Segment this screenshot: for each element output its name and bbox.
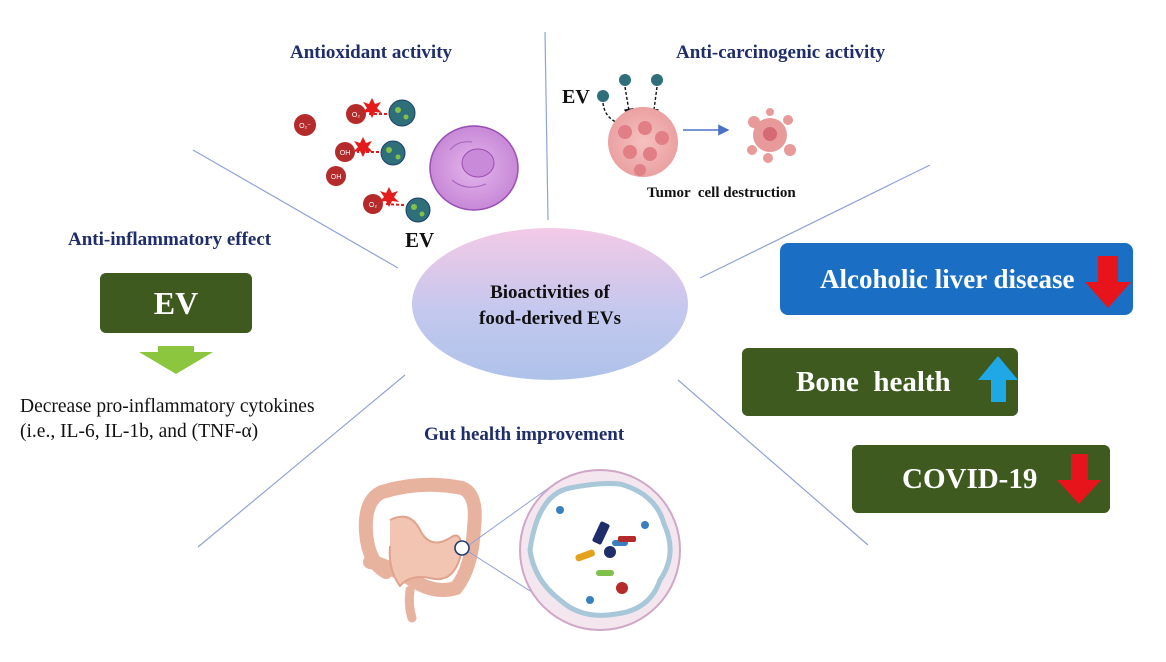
intestine-icon [358, 477, 561, 623]
green-down-arrow [139, 346, 213, 374]
alcoholic-liver-disease-label: Alcoholic liver disease [820, 263, 1075, 294]
cytokine-line-2: (i.e., IL-6, IL-1b, and (TNF-α) [20, 421, 259, 442]
antioxidant-illustration: O₂⁻ O₂ OH OH O₂ [294, 98, 519, 223]
gut-microbiome-icon [519, 469, 681, 631]
antioxidant-ev-label: EV [405, 228, 435, 252]
covid-19-box: COVID-19 [852, 445, 1110, 513]
covid-19-label: COVID-19 [902, 462, 1038, 495]
spoke-lines [192, 31, 931, 548]
radical-icon [294, 104, 383, 214]
anticarcinogenic-heading: Anti-carcinogenic activity [676, 42, 886, 63]
bone-health-box: Bone health [742, 348, 1018, 416]
cytokine-line-1: Decrease pro-inflammatory cytokines [20, 396, 315, 417]
gut-heading: Gut health improvement [424, 424, 625, 445]
bone-health-label: Bone health [796, 365, 951, 398]
center-label: Bioactivities of food-derived EVs [440, 280, 660, 332]
anticarcinogenic-ev-label: EV [562, 86, 590, 108]
ev-particle-icon [597, 74, 663, 102]
cytokine-text: Decrease pro-inflammatory cytokines (i.e… [20, 394, 315, 444]
center-line-2: food-derived EVs [479, 308, 621, 329]
center-ellipse [412, 228, 688, 380]
ev-box: EV [100, 273, 252, 333]
svg-text:OH: OH [331, 174, 342, 181]
svg-text:O₂⁻: O₂⁻ [299, 123, 311, 130]
antiinflammatory-heading: Anti-inflammatory effect [68, 229, 272, 250]
tumor-icon [608, 107, 678, 177]
burst-icon [353, 98, 399, 207]
svg-text:O₂: O₂ [352, 112, 360, 119]
alcoholic-liver-disease-box: Alcoholic liver disease [780, 243, 1133, 315]
svg-text:O₂: O₂ [369, 202, 377, 209]
svg-text:OH: OH [340, 150, 351, 157]
antioxidant-heading: Antioxidant activity [290, 42, 453, 63]
center-line-1: Bioactivities of [490, 282, 610, 303]
tumor-illustration [597, 74, 796, 177]
tumor-caption: Tumor cell destruction [647, 185, 796, 201]
